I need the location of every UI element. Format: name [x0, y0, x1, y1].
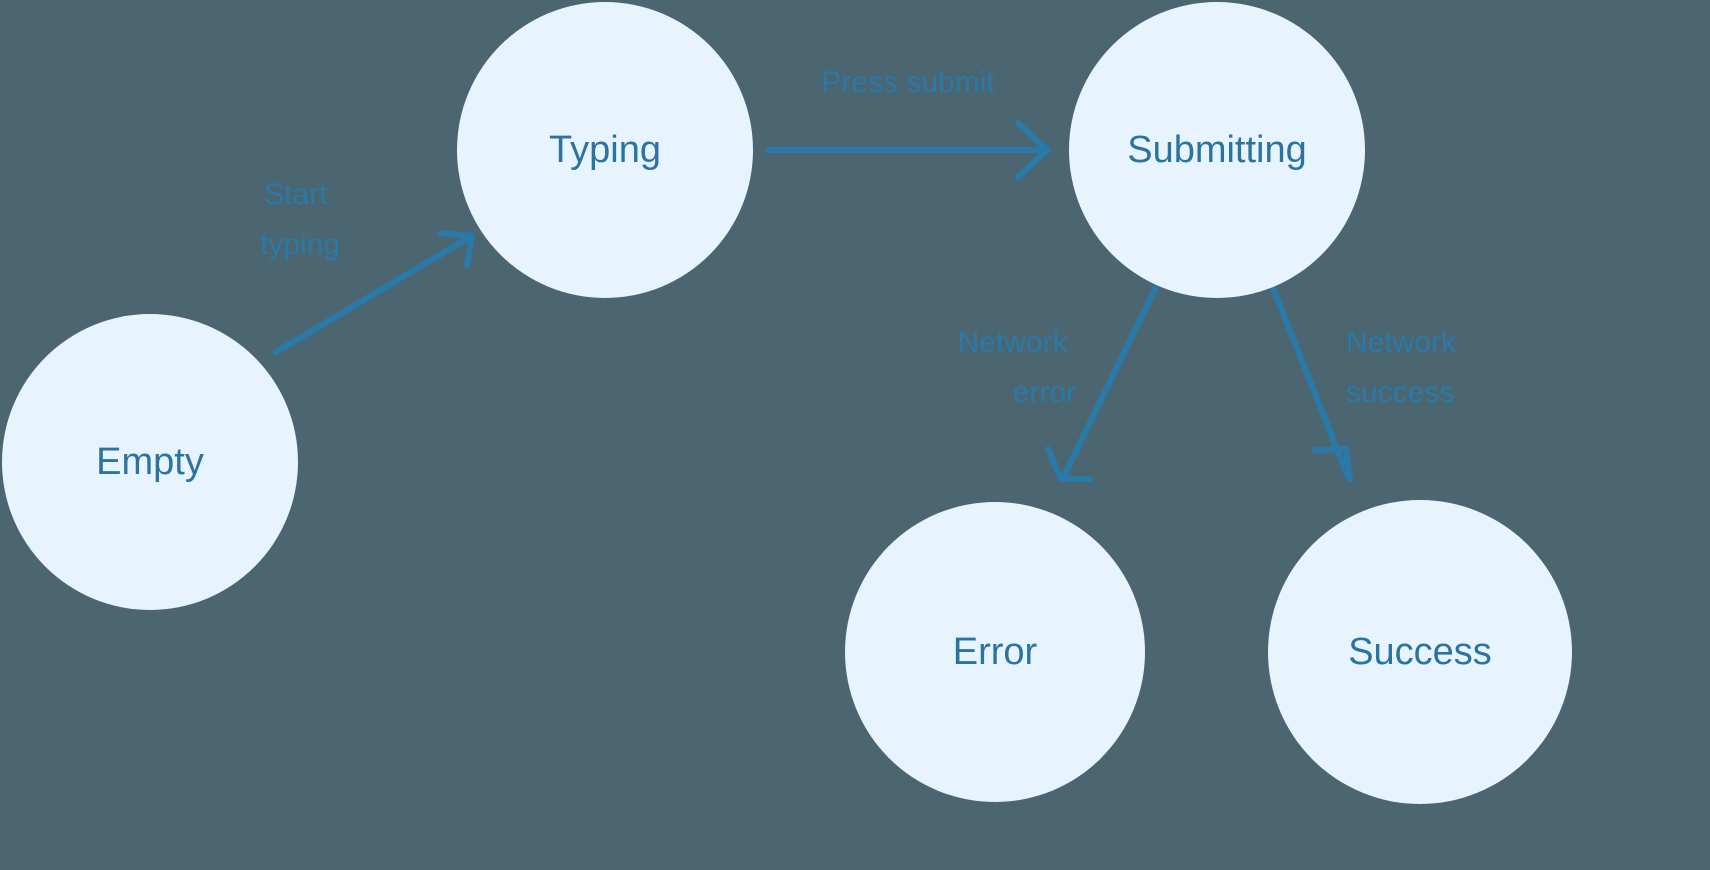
edge-submitting-to-error: Network error [958, 282, 1160, 482]
node-typing-label: Typing [549, 129, 661, 171]
edge-submitting-to-success-arrowhead [1312, 446, 1353, 482]
node-error[interactable]: Error [845, 502, 1145, 802]
edge-typing-to-submitting-arrowhead [1015, 120, 1050, 180]
edge-empty-to-typing: Start typing [260, 178, 475, 355]
edge-submitting-to-error-label: Network error [958, 326, 1076, 409]
edge-submitting-to-success: Network success [1269, 282, 1464, 482]
edge-empty-to-typing-label: Start typing [260, 178, 340, 261]
node-empty-label: Empty [96, 441, 204, 483]
node-empty[interactable]: Empty [2, 314, 298, 610]
node-submitting[interactable]: Submitting [1069, 2, 1365, 298]
node-success-label: Success [1348, 631, 1492, 673]
edge-submitting-to-error-arrowhead [1045, 446, 1093, 482]
node-success-circle[interactable] [1268, 500, 1572, 804]
node-typing[interactable]: Typing [457, 2, 753, 298]
edge-typing-to-submitting: Press submit [765, 66, 1051, 180]
node-error-label: Error [953, 631, 1038, 673]
node-submitting-circle[interactable] [1069, 2, 1365, 298]
edge-typing-to-submitting-label: Press submit [821, 66, 995, 99]
node-typing-circle[interactable] [457, 2, 753, 298]
node-error-circle[interactable] [845, 502, 1145, 802]
edge-empty-to-typing-line [273, 234, 473, 355]
node-submitting-label: Submitting [1127, 129, 1307, 171]
node-empty-circle[interactable] [2, 314, 298, 610]
edge-submitting-to-success-line [1269, 282, 1351, 480]
edge-submitting-to-success-label: Network success [1346, 326, 1464, 409]
edge-empty-to-typing-arrowhead [438, 230, 475, 268]
node-success[interactable]: Success [1268, 500, 1572, 804]
edge-submitting-to-error-line [1060, 282, 1160, 481]
